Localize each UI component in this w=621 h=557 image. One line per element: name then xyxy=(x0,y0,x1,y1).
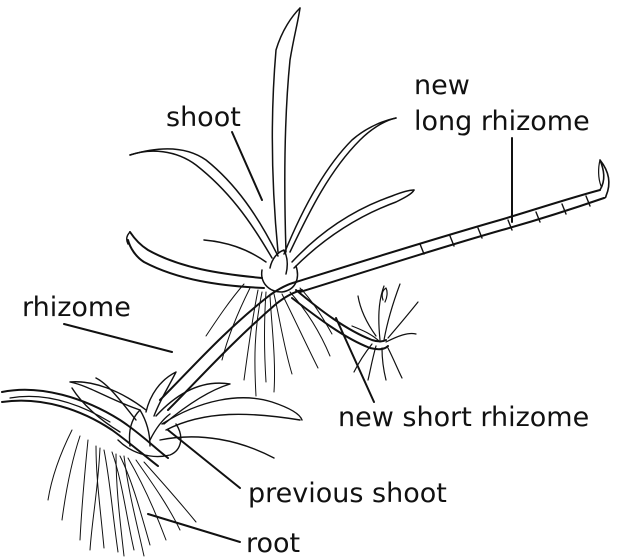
rhizome-leader-line xyxy=(64,324,172,352)
label-rhizome: rhizome xyxy=(22,292,131,323)
label-new-long-rhizome-line2: long rhizome xyxy=(414,106,590,137)
label-shoot: shoot xyxy=(166,102,241,133)
main-shoot-plant xyxy=(127,8,414,292)
new-short-rhizome xyxy=(292,290,388,349)
new-long-rhizome xyxy=(296,160,609,292)
label-new-long-rhizome-line1: new xyxy=(414,70,470,101)
label-new-short-rhizome: new short rhizome xyxy=(338,402,589,433)
small-new-plant xyxy=(352,284,418,380)
rhizome-segment xyxy=(160,282,302,410)
label-root: root xyxy=(246,528,300,557)
main-roots xyxy=(206,284,332,396)
short-rhizome-leader-line xyxy=(336,318,374,402)
previous-shoot-leader-line xyxy=(168,430,240,488)
root-bundle xyxy=(48,430,196,556)
label-previous-shoot: previous shoot xyxy=(248,478,447,509)
